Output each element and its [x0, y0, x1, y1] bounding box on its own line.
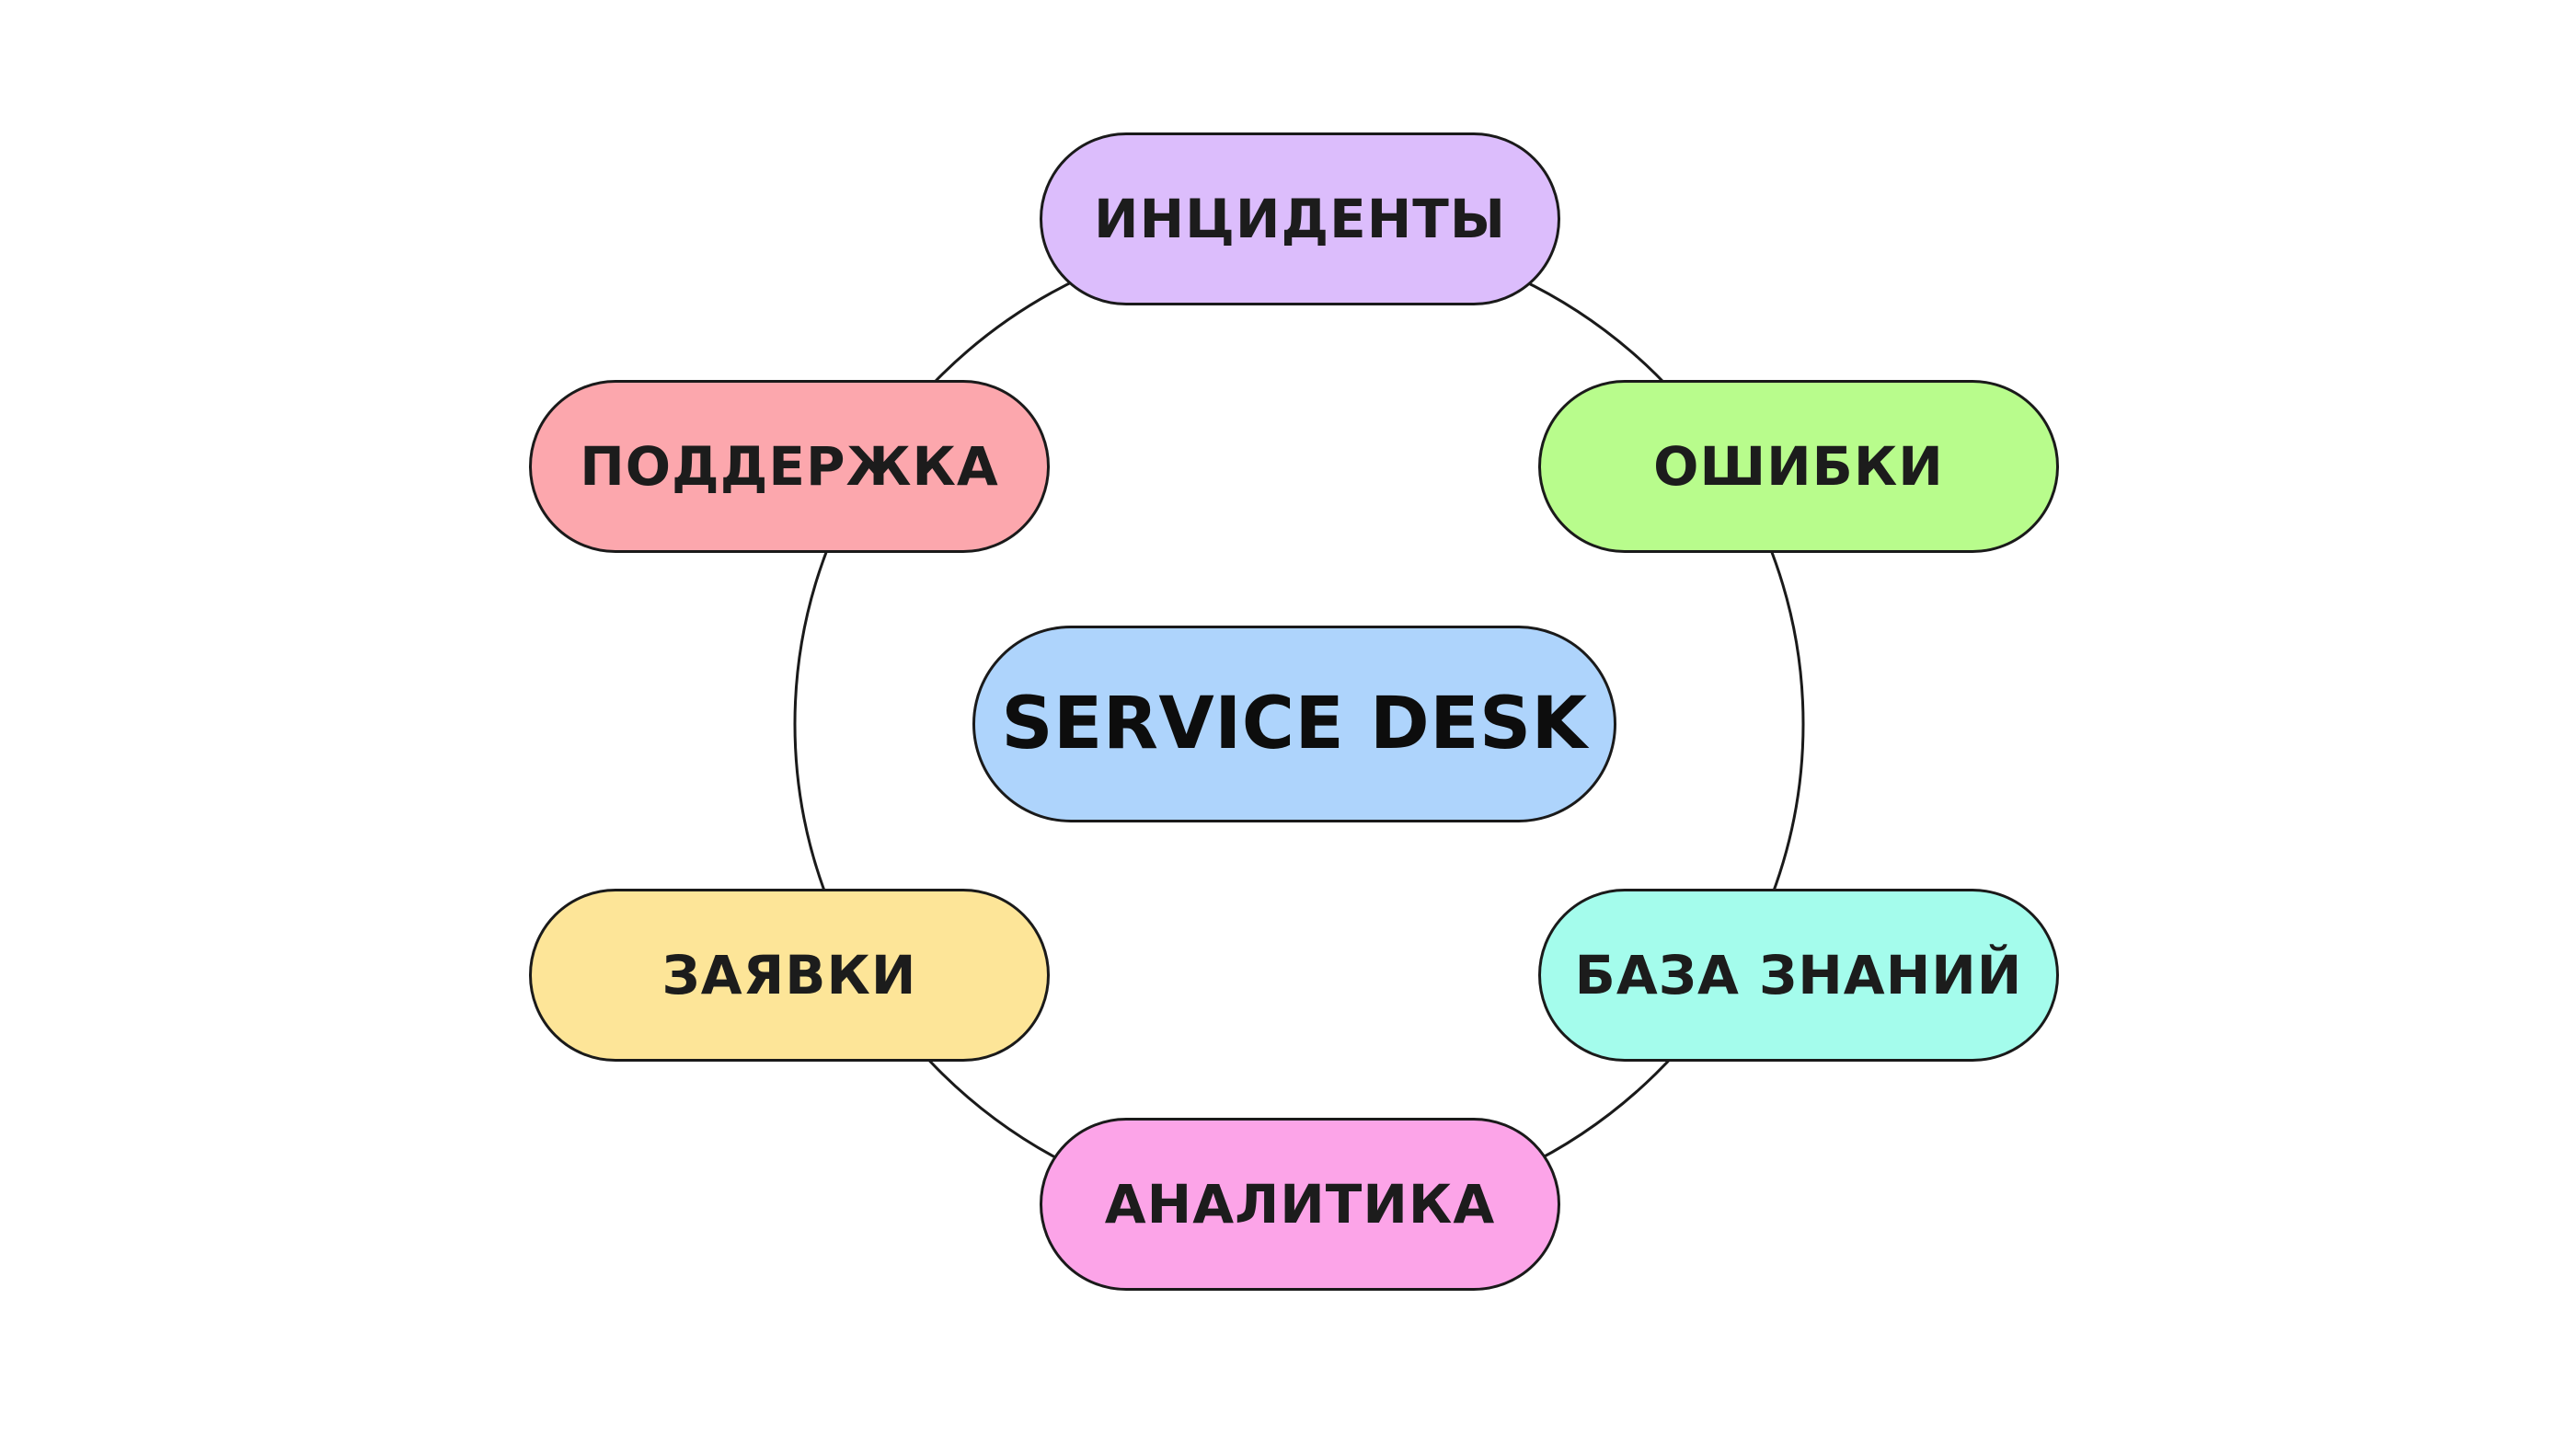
node-requests: ЗАЯВКИ: [529, 889, 1050, 1062]
node-analytics: АНАЛИТИКА: [1040, 1118, 1560, 1291]
node-errors: ОШИБКИ: [1538, 380, 2059, 553]
node-support: ПОДДЕРЖКА: [529, 380, 1050, 553]
node-requests-label: ЗАЯВКИ: [661, 944, 917, 1006]
center-node-label: SERVICE DESK: [1001, 683, 1588, 765]
node-incidents: ИНЦИДЕНТЫ: [1040, 132, 1560, 305]
node-analytics-label: АНАЛИТИКА: [1104, 1173, 1496, 1236]
center-node-service-desk: SERVICE DESK: [972, 626, 1616, 822]
node-support-label: ПОДДЕРЖКА: [580, 435, 999, 498]
node-knowledge-base-label: БАЗА ЗНАНИЙ: [1574, 944, 2023, 1006]
node-errors-label: ОШИБКИ: [1653, 435, 1944, 498]
node-incidents-label: ИНЦИДЕНТЫ: [1094, 188, 1506, 250]
node-knowledge-base: БАЗА ЗНАНИЙ: [1538, 889, 2059, 1062]
